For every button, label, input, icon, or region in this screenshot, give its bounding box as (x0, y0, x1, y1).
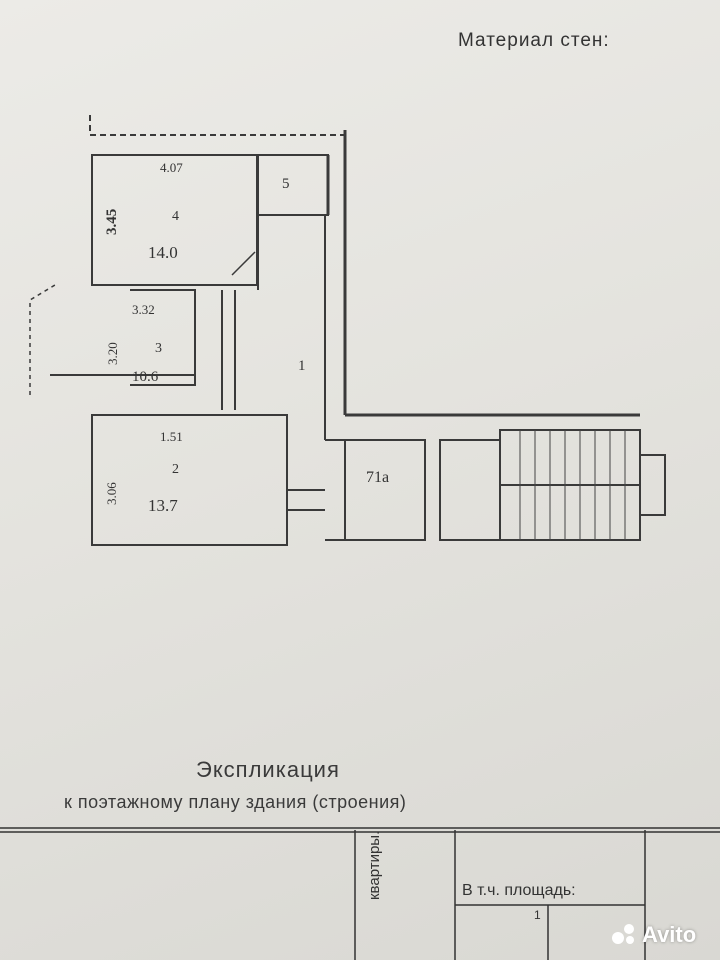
avito-watermark: Avito (612, 922, 696, 948)
room-4-height: 3.45 (104, 209, 120, 235)
room-71a-outline (344, 439, 426, 541)
room-3-height: 3.20 (105, 342, 120, 365)
col-apartment-header: квартиры. (366, 830, 383, 900)
room-71a-number: 71а (366, 469, 389, 486)
avito-logo-icon (612, 924, 638, 946)
room-3-outline (130, 289, 196, 386)
room-4-width: 4.07 (160, 160, 183, 175)
explication-subtitle: к поэтажному плану здания (строения) (64, 792, 407, 812)
room-2-width: 1.51 (160, 429, 183, 444)
room-3-area: 10.6 (132, 369, 159, 385)
room-3-number: 3 (155, 341, 162, 356)
room-1-number: 1 (298, 358, 306, 374)
room-2-height: 3.06 (104, 482, 119, 505)
explication-table (0, 827, 720, 960)
room-4-area: 14.0 (148, 243, 178, 262)
col-including-area-header: В т.ч. площадь: (462, 882, 576, 899)
walls-material-label: Материал стен: (458, 30, 610, 51)
room-5-outline (257, 154, 329, 216)
room-4-number: 4 (172, 209, 179, 224)
col-marker: 1 (534, 908, 541, 922)
room-2-area: 13.7 (148, 496, 178, 515)
avito-brand-text: Avito (642, 922, 697, 947)
room-3-width: 3.32 (132, 302, 155, 317)
room-2-outline (91, 414, 288, 546)
room-2-number: 2 (172, 462, 179, 477)
room-5-number: 5 (282, 176, 290, 192)
explication-title: Экспликация (196, 757, 340, 782)
